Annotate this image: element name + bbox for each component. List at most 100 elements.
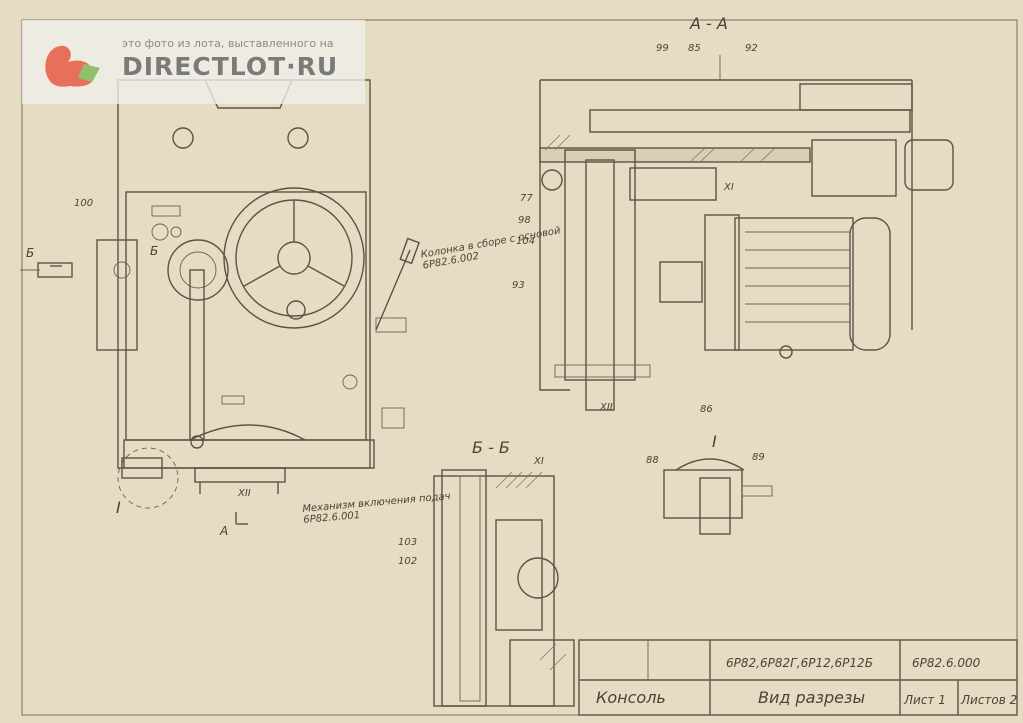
bb-outline <box>433 475 555 707</box>
section-bb-view <box>433 469 575 707</box>
side-boss <box>113 261 131 279</box>
tb-part-name: Консоль <box>596 688 666 707</box>
bb-shaft <box>459 475 481 702</box>
motor-foot <box>779 345 793 359</box>
lower-hole <box>286 300 306 320</box>
callout-104: 104 <box>516 236 536 247</box>
callout-102: 102 <box>398 556 418 567</box>
detail-pin <box>741 485 773 497</box>
slot <box>221 395 245 405</box>
callout-103: 103 <box>398 537 418 548</box>
base-foot <box>194 467 286 483</box>
aa-horizontal-shaft <box>629 167 717 201</box>
brand-suffix: RU <box>296 52 339 81</box>
brand-dot: · <box>286 52 297 81</box>
callout-86: 86 <box>700 404 713 415</box>
detail-i-marker: I <box>116 498 121 517</box>
tb-sheets-label: Листов 2 <box>961 693 1018 707</box>
callout-89: 89 <box>752 452 765 463</box>
section-aa-label: А - А <box>690 14 728 33</box>
section-bb-label: Б - Б <box>472 438 510 457</box>
callout-xii-front: XII <box>238 488 251 499</box>
aa-gear-housing <box>564 149 636 381</box>
aa-motor-end <box>849 217 891 351</box>
aa-hatching <box>544 134 776 163</box>
section-aa-view <box>539 55 954 411</box>
sheet-frame <box>21 19 1018 716</box>
tb-models: 6Р82,6Р82Г,6Р12,6Р12Б <box>726 656 873 670</box>
watermark-banner: это фото из лота, выставленного на DIREC… <box>22 20 365 104</box>
callout-88: 88 <box>646 455 659 466</box>
handle-grip <box>399 237 420 265</box>
spoke-3 <box>307 265 345 287</box>
base-arc <box>189 424 306 441</box>
knob-b <box>170 226 182 238</box>
aa-coupling <box>659 261 703 303</box>
callout-98: 98 <box>518 215 531 226</box>
front-view <box>20 79 420 525</box>
elbow-fitting <box>381 407 405 429</box>
feed-lever <box>189 269 205 441</box>
side-flange <box>96 239 138 351</box>
tb-drawing-code: 6Р82.6.000 <box>912 656 981 670</box>
bb-left-column <box>441 469 487 707</box>
aa-pulley <box>904 139 954 191</box>
callout-92: 92 <box>745 43 758 54</box>
callout-100: 100 <box>74 198 94 209</box>
tb-sheet-type: Вид разрезы <box>758 688 866 707</box>
callout-99: 99 <box>656 43 669 54</box>
detail-i-label: I <box>712 432 717 451</box>
lever-pivot <box>190 435 204 449</box>
handle-bracket <box>375 317 407 333</box>
aa-base-nuts <box>554 364 651 378</box>
arrow-a-label: А <box>220 524 229 538</box>
bolt-hole-right <box>287 127 309 149</box>
callout-77: 77 <box>520 193 533 204</box>
handle-rod <box>375 249 411 331</box>
watermark-brand: DIRECTLOT·RU <box>122 52 338 81</box>
aa-vertical-shaft <box>585 159 615 411</box>
bb-bracket <box>495 519 543 631</box>
aa-motor-body <box>734 217 854 351</box>
aa-top-housing <box>799 83 913 111</box>
left-shaft <box>37 262 73 278</box>
callout-93: 93 <box>512 280 525 291</box>
knob-a <box>151 223 169 241</box>
callout-xii: XII <box>600 402 613 413</box>
title-block-grid <box>578 639 1018 716</box>
watermark-caption: это фото из лота, выставленного на <box>122 37 334 50</box>
aa-gear-right <box>811 139 897 197</box>
bb-foot <box>509 639 575 707</box>
aa-left-wall <box>539 80 570 391</box>
aa-rib <box>539 147 811 163</box>
detail-i-circle <box>117 447 179 509</box>
console-body-outline <box>117 79 371 469</box>
aa-plug <box>541 169 563 191</box>
plate <box>151 205 181 217</box>
aa-top-shaft <box>589 109 911 133</box>
bolt-hole-left <box>172 127 194 149</box>
callout-85: 85 <box>688 43 701 54</box>
handwheel-hub <box>277 241 311 275</box>
bb-hatching <box>495 471 567 671</box>
side-plug <box>342 374 358 390</box>
bb-gear <box>517 557 559 599</box>
feed-disc <box>167 239 229 301</box>
tb-sheet-label: Лист 1 <box>904 693 946 707</box>
callout-xi-bb: XI <box>534 456 544 467</box>
detail-core <box>699 477 731 535</box>
handwheel-outer <box>223 187 365 329</box>
callout-xi: XI <box>724 182 734 193</box>
squirrel-logo-icon <box>45 45 100 87</box>
detail-arc <box>675 458 745 471</box>
arrow-b-label-inner: Б <box>150 244 159 258</box>
tb-frame <box>578 639 1018 716</box>
feed-disc-inner <box>179 251 217 289</box>
arrow-b-label: Б <box>26 246 35 260</box>
gearbox-housing <box>125 191 367 441</box>
detail-i-view <box>663 458 773 535</box>
aa-motor-flange <box>704 214 740 351</box>
spoke-2 <box>243 265 281 287</box>
